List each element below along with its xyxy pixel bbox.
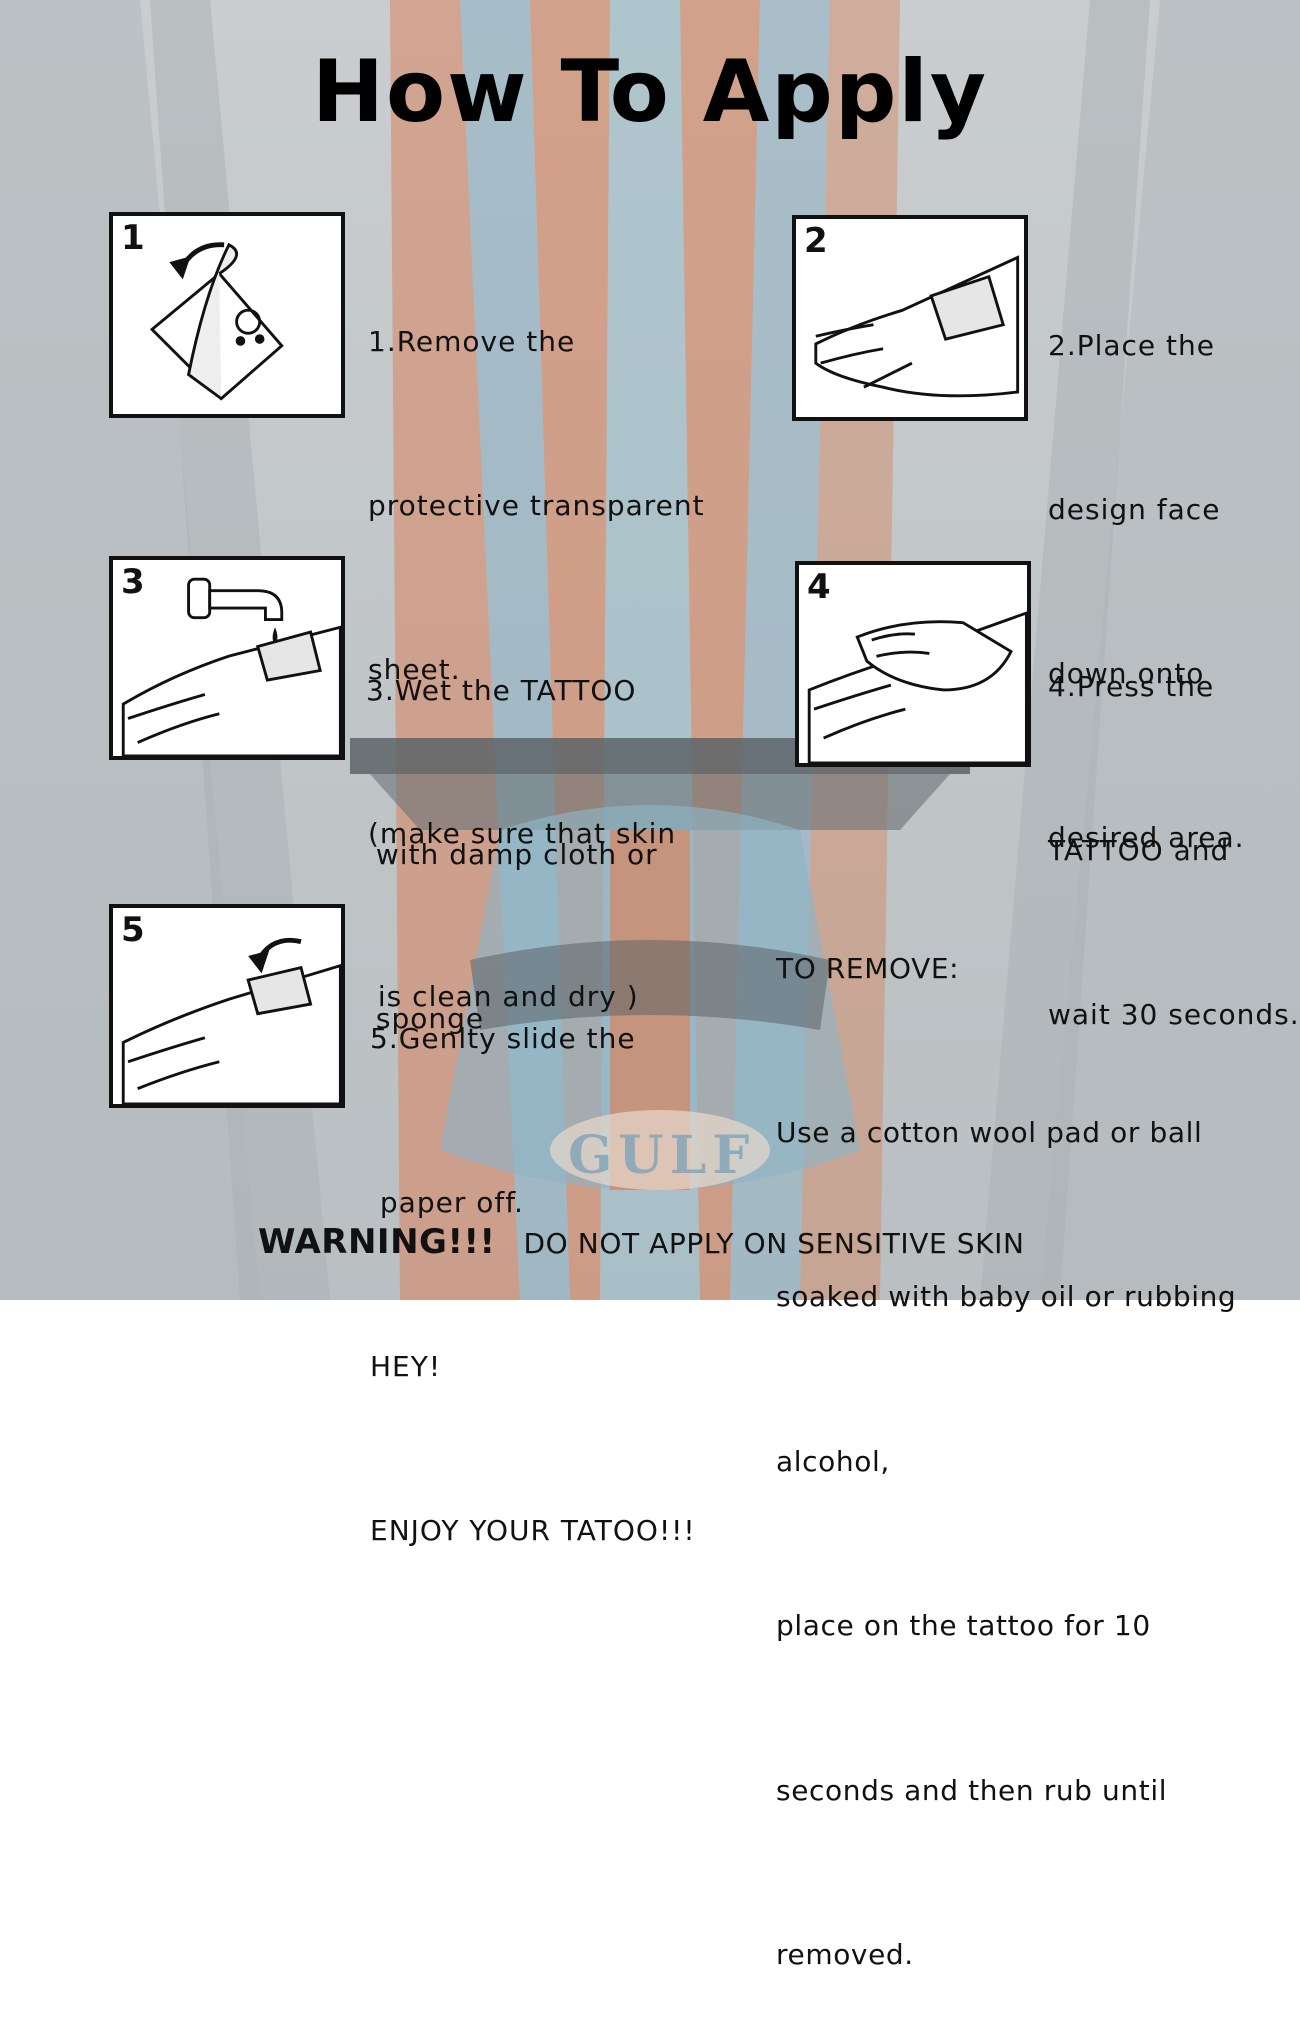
step-1-line: sheet. — [368, 652, 461, 686]
step-3-line: with damp cloth or — [366, 837, 658, 871]
step-2-line: desired area. — [1048, 820, 1245, 854]
step-1-line: 1.Remove the — [368, 325, 576, 359]
step-5-line: ENJOY YOUR TATOO!!! — [370, 1513, 696, 1547]
step-4-text: 4.Press the TATTOO and wait 30 seconds. — [1048, 551, 1300, 1097]
step-5-number: 5 — [121, 910, 145, 950]
peel-sheet-icon — [149, 242, 284, 401]
step-5-line: HEY! — [370, 1349, 442, 1383]
slide-paper-icon — [121, 937, 341, 1104]
step-1-line: protective transparent — [368, 488, 705, 522]
faucet-wet-icon — [121, 577, 341, 756]
step-3-text: 3.Wet the TATTOO with damp cloth or spon… — [366, 555, 658, 1101]
place-on-hand-icon — [814, 255, 1020, 398]
remove-line: seconds and then rub until — [776, 1773, 1168, 1807]
step-4-line: 4.Press the — [1048, 670, 1215, 704]
step-5-panel: 5 — [109, 904, 345, 1108]
step-1-text: 1.Remove the protective transparent shee… — [368, 206, 705, 1080]
remove-line: removed. — [776, 1937, 914, 1971]
step-4-line: TATTOO and — [1048, 833, 1230, 867]
remove-line: place on the tattoo for 10 — [776, 1609, 1151, 1643]
step-1-number: 1 — [121, 218, 145, 258]
step-3-line: sponge — [366, 1001, 485, 1035]
warning: WARNING!!! DO NOT APPLY ON SENSITIVE SKIN — [258, 1222, 1025, 1262]
step-4-line: wait 30 seconds. — [1048, 997, 1300, 1031]
remove-line: Use a cotton wool pad or ball — [776, 1115, 1203, 1149]
step-3-line: 3.Wet the TATTOO — [366, 674, 637, 708]
step-3-panel: 3 — [109, 556, 345, 760]
step-1-line: (make sure that skin — [368, 816, 677, 850]
remove-instructions: TO REMOVE: Use a cotton wool pad or ball… — [776, 832, 1236, 2038]
step-2-number: 2 — [804, 221, 828, 261]
step-5-line: paper off. — [370, 1185, 524, 1219]
step-1-line: is clean and dry ) — [368, 980, 639, 1014]
gulf-badge-text: GULF — [568, 1125, 756, 1186]
step-2-line: down onto — [1048, 656, 1205, 690]
warning-text: DO NOT APPLY ON SENSITIVE SKIN — [523, 1227, 1025, 1260]
remove-line: TO REMOVE: — [776, 951, 960, 985]
remove-line: soaked with baby oil or rubbing — [776, 1280, 1237, 1314]
step-3-number: 3 — [121, 562, 145, 602]
step-4-panel: 4 — [795, 561, 1031, 767]
step-2-line: 2.Place the — [1048, 329, 1216, 363]
step-1-panel: 1 — [109, 212, 345, 418]
warning-label: WARNING!!! — [258, 1222, 496, 1262]
step-5-line: 5.Genlty slide the — [370, 1022, 636, 1056]
step-2-panel: 2 — [792, 215, 1028, 421]
step-4-number: 4 — [807, 567, 831, 607]
step-2-text: 2.Place the design face down onto desire… — [1048, 210, 1245, 920]
step-2-line: design face — [1048, 492, 1221, 526]
press-hand-icon — [807, 611, 1027, 763]
page-title: How To Apply — [312, 42, 988, 142]
remove-line: alcohol, — [776, 1444, 890, 1478]
